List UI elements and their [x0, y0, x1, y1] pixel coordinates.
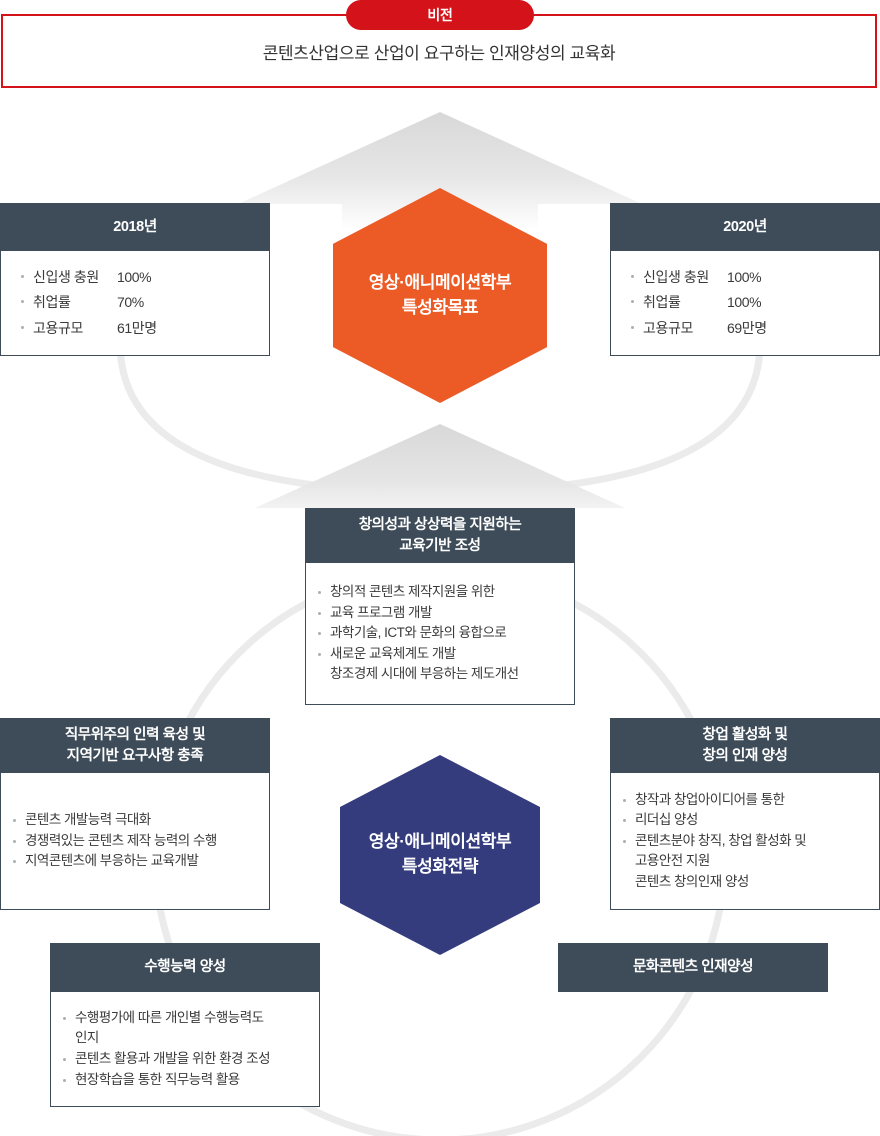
metric-card-2020-body: 신입생 충원 100% 취업률 100% 고용규모 69만명 [610, 251, 880, 356]
title-line2: 교육기반 조성 [399, 537, 481, 554]
metric-card-2020-title: 2020년 [610, 203, 880, 251]
vision-badge: 비전 [346, 0, 534, 30]
list-item: 현장학습을 통한 직무능력 활용 [59, 1070, 309, 1091]
metric-card-2018-title: 2018년 [0, 203, 270, 251]
strategy-card-performance: 수행능력 양성 수행평가에 따른 개인별 수행능력도 인지 콘텐츠 활용과 개발… [50, 943, 320, 1107]
title-line2: 지역기반 요구사항 충족 [66, 747, 204, 764]
strategy-card-workforce-title: 직무위주의 인력 육성 및 지역기반 요구사항 충족 [0, 718, 270, 773]
list-item: 창작과 창업아이디어를 통한 [619, 790, 869, 811]
list-item: 경쟁력있는 콘텐츠 제작 능력의 수행 [9, 831, 259, 852]
strategy-card-performance-body: 수행평가에 따른 개인별 수행능력도 인지 콘텐츠 활용과 개발을 위한 환경 … [50, 992, 320, 1107]
list-item: 인지 [75, 1030, 99, 1046]
list-item: 과학기술, ICT와 문화의 융합으로 [314, 623, 564, 644]
metric-value: 61만명 [117, 319, 157, 336]
strategy-card-education-base: 창의성과 상상력을 지원하는 교육기반 조성 창의적 콘텐츠 제작지원을 위한 … [305, 508, 575, 705]
list-item: 콘텐츠 활용과 개발을 위한 환경 조성 [59, 1049, 309, 1070]
metric-label: 고용규모 [643, 319, 693, 336]
goal-hexagon-line2: 특성화목표 [401, 297, 479, 317]
strategy-card-startup-title: 창업 활성화 및 창의 인재 양성 [610, 718, 880, 773]
goal-hexagon: 영상·애니메이션학부 특성화목표 [333, 188, 547, 403]
strategy-card-education-base-body: 창의적 콘텐츠 제작지원을 위한 교육 프로그램 개발 과학기술, ICT와 문… [305, 563, 575, 705]
list-item: 수행평가에 따른 개인별 수행능력도 [59, 1008, 309, 1029]
metric-value: 69만명 [727, 319, 767, 336]
metric-row: 취업률 100% [629, 290, 879, 315]
metric-label: 고용규모 [33, 319, 83, 336]
title-line1: 창업 활성화 및 [702, 727, 788, 744]
metric-value: 100% [727, 268, 762, 285]
list-item: 창조경제 시대에 부응하는 제도개선 [330, 666, 519, 682]
list-item: 지역콘텐츠에 부응하는 교육개발 [9, 851, 259, 872]
strategy-card-startup: 창업 활성화 및 창의 인재 양성 창작과 창업아이디어를 통한 리더십 양성 … [610, 718, 880, 910]
metric-card-2020: 2020년 신입생 충원 100% 취업률 100% 고용규모 69만명 [610, 203, 880, 356]
metric-row: 고용규모 69만명 [629, 316, 879, 341]
metric-row: 취업률 70% [19, 290, 269, 315]
strategy-hexagon: 영상·애니메이션학부 특성화전략 [340, 755, 540, 955]
strategy-hexagon-line2: 특성화전략 [401, 857, 479, 876]
list-item: 콘텐츠 개발능력 극대화 [9, 810, 259, 831]
metric-value: 100% [117, 268, 152, 285]
goal-hexagon-line1: 영상·애니메이션학부 [368, 272, 512, 292]
list-item: 콘텐츠 창의인재 양성 [635, 873, 749, 889]
metric-row: 신입생 충원 100% [629, 265, 879, 290]
strategy-hexagon-line1: 영상·애니메이션학부 [368, 832, 512, 852]
metric-label: 신입생 충원 [643, 268, 709, 285]
strategy-card-performance-title: 수행능력 양성 [50, 943, 320, 992]
strategy-card-startup-body: 창작과 창업아이디어를 통한 리더십 양성 콘텐츠분야 창직, 창업 활성화 및… [610, 773, 880, 910]
metric-row: 고용규모 61만명 [19, 316, 269, 341]
metric-value: 100% [727, 294, 762, 311]
metric-label: 신입생 충원 [33, 268, 99, 285]
strategy-card-workforce-body: 콘텐츠 개발능력 극대화 경쟁력있는 콘텐츠 제작 능력의 수행 지역콘텐츠에 … [0, 773, 270, 910]
list-item: 창의적 콘텐츠 제작지원을 위한 [314, 582, 564, 603]
strategy-card-culture: 문화콘텐츠 인재양성 [558, 943, 828, 992]
strategy-item-list: 수행평가에 따른 개인별 수행능력도 인지 콘텐츠 활용과 개발을 위한 환경 … [59, 1008, 309, 1090]
metric-row: 신입생 충원 100% [19, 265, 269, 290]
metric-card-2018-body: 신입생 충원 100% 취업률 70% 고용규모 61만명 [0, 251, 270, 356]
strategy-item-list: 창의적 콘텐츠 제작지원을 위한 교육 프로그램 개발 과학기술, ICT와 문… [314, 582, 564, 685]
metric-label: 취업률 [643, 294, 681, 311]
list-item: 고용안전 지원 [635, 853, 710, 869]
strategy-item-list: 창작과 창업아이디어를 통한 리더십 양성 콘텐츠분야 창직, 창업 활성화 및… [619, 790, 869, 893]
title-line1: 창의성과 상상력을 지원하는 [358, 517, 522, 534]
title-line2: 창의 인재 양성 [702, 747, 788, 764]
vision-header: 콘텐츠산업으로 산업이 요구하는 인재양성의 교육화 비전 [0, 0, 880, 92]
strategy-card-education-base-title: 창의성과 상상력을 지원하는 교육기반 조성 [305, 508, 575, 563]
metric-value: 70% [117, 294, 144, 311]
strategy-card-culture-title: 문화콘텐츠 인재양성 [558, 943, 828, 992]
strategy-card-workforce: 직무위주의 인력 육성 및 지역기반 요구사항 충족 콘텐츠 개발능력 극대화 … [0, 718, 270, 910]
list-item: 콘텐츠분야 창직, 창업 활성화 및 [619, 831, 869, 852]
vision-statement-text: 콘텐츠산업으로 산업이 요구하는 인재양성의 교육화 [262, 43, 616, 63]
strategy-item-list: 콘텐츠 개발능력 극대화 경쟁력있는 콘텐츠 제작 능력의 수행 지역콘텐츠에 … [9, 810, 259, 872]
title-line1: 직무위주의 인력 육성 및 [64, 727, 206, 744]
list-item: 새로운 교육체계도 개발 [314, 644, 564, 665]
metric-label: 취업률 [33, 294, 71, 311]
list-item: 리더십 양성 [619, 810, 869, 831]
metric-card-2018: 2018년 신입생 충원 100% 취업률 70% 고용규모 61만명 [0, 203, 270, 356]
list-item: 교육 프로그램 개발 [314, 603, 564, 624]
